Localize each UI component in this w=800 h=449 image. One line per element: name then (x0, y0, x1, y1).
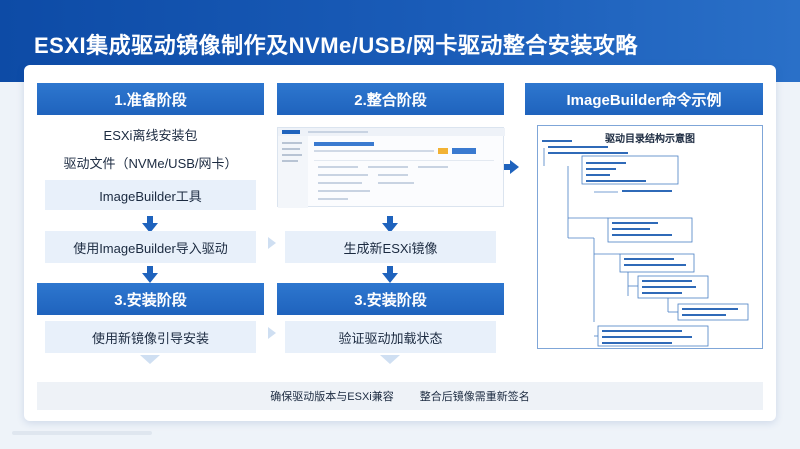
tree-structure-icon (542, 140, 749, 347)
column-preparation: 1.准备阶段 ESXi离线安装包 驱动文件（NVMe/USB/网卡） Image… (37, 83, 264, 383)
command-example-header: ImageBuilder命令示例 (525, 83, 763, 115)
screenshot-mock-icon (278, 128, 505, 208)
arrow-down-icon (142, 266, 158, 283)
fade-arrow-icon (140, 355, 160, 364)
column-command-example: ImageBuilder命令示例 驱动目录结构示意图 (525, 83, 763, 363)
phase-2-header: 2.整合阶段 (277, 83, 504, 115)
tree-title: 驱动目录结构示意图 (605, 134, 695, 145)
fade-arrow-icon (380, 355, 400, 364)
arrow-right-icon (504, 160, 519, 174)
phase-1-header: 1.准备阶段 (37, 83, 264, 115)
step-import-drivers: 使用ImageBuilder导入驱动 (45, 231, 256, 263)
item-imagebuilder-tool: ImageBuilder工具 (45, 180, 256, 210)
source-caption-decoration (12, 431, 152, 435)
phase-3-header: 3.安装阶段 (37, 283, 264, 315)
note-driver-compatibility: 确保驱动版本与ESXi兼容 (270, 391, 394, 403)
step-verify-drivers: 验证驱动加载状态 (285, 321, 496, 353)
connector-arrow-icon (268, 327, 276, 339)
footer-notes: 确保驱动版本与ESXi兼容 整合后镜像需重新签名 (37, 382, 763, 410)
directory-tree-diagram: 驱动目录结构示意图 (537, 125, 763, 349)
arrow-down-icon (382, 266, 398, 283)
page-title: ESXI集成驱动镜像制作及NVMe/USB/网卡驱动整合安装攻略 (34, 33, 638, 58)
arrow-down-icon (382, 216, 398, 233)
connector-arrow-icon (268, 237, 276, 249)
imagebuilder-screenshot-image (277, 127, 505, 208)
step-boot-new-image: 使用新镜像引导安装 (45, 321, 256, 353)
column-integration: 2.整合阶段 生成新ESXi镜像 3.安 (277, 83, 505, 383)
item-driver-files: 驱动文件（NVMe/USB/网卡） (63, 155, 238, 171)
arrow-down-icon (142, 216, 158, 233)
note-image-resign: 整合后镜像需重新签名 (419, 391, 530, 403)
step-generate-image: 生成新ESXi镜像 (285, 231, 496, 263)
phase-3-header-2: 3.安装阶段 (277, 283, 504, 315)
item-esxi-offline-bundle: ESXi离线安装包 (103, 127, 198, 143)
